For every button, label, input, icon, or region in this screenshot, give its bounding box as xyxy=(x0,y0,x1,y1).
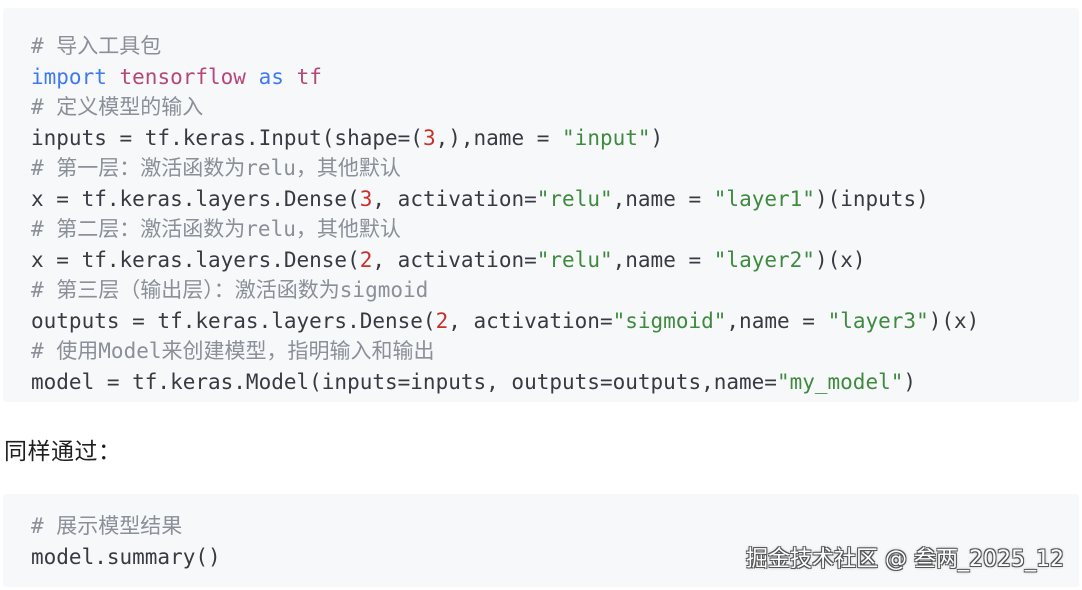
code-token-plain: , activation= xyxy=(372,247,537,272)
watermark: 掘金技术社区 @ 叁两_2025_12 xyxy=(746,547,1064,572)
paragraph-text: 同样通过： xyxy=(4,439,122,465)
code-line: # 展示模型结果 xyxy=(31,511,1079,542)
code-line: # 第三层（输出层）：激活函数为sigmoid xyxy=(31,275,1079,306)
code-token-plain: , activation= xyxy=(448,308,613,333)
code-line: # 定义模型的输入 xyxy=(31,92,1079,123)
code-token-string: "layer2" xyxy=(713,247,815,272)
code-token-plain: model = tf.keras.Model(inputs=inputs, ou… xyxy=(31,369,777,394)
code-token-plain: ,name = xyxy=(612,247,714,272)
code-token-plain xyxy=(107,65,120,89)
code-token-plain: ,name = xyxy=(612,186,714,211)
code-token-comment: # 第一层：激活函数为relu，其他默认 xyxy=(31,156,401,180)
code-token-comment: # 定义模型的输入 xyxy=(31,95,204,119)
code-token-string: "relu" xyxy=(536,186,613,211)
code-token-comment: # 导入工具包 xyxy=(31,34,162,58)
code-block-2: # 展示模型结果 model.summary() xyxy=(3,494,1079,587)
code-token-plain: model.summary() xyxy=(31,544,221,569)
code-line: inputs = tf.keras.Input(shape=(3,),name … xyxy=(31,123,1079,154)
code-token-plain: ) xyxy=(903,369,917,394)
code-line: # 使用Model来创建模型，指明输入和输出 xyxy=(31,336,1079,367)
code-token-plain xyxy=(246,65,259,89)
code-token-plain: , activation= xyxy=(372,186,537,211)
code-token-number: 3 xyxy=(422,125,436,150)
code-token-plain: ,name = xyxy=(726,308,828,333)
code-token-number: 2 xyxy=(359,247,373,272)
code-token-string: "layer1" xyxy=(713,186,815,211)
code-token-number: 3 xyxy=(359,186,373,211)
code-token-comment: # 第三层（输出层）：激活函数为sigmoid xyxy=(31,278,429,302)
code-token-comment: # 展示模型结果 xyxy=(31,514,183,538)
code-token-plain: x = tf.keras.layers.Dense( xyxy=(31,186,360,211)
code-token-plain: inputs = tf.keras.Input(shape=( xyxy=(31,125,423,150)
code-token-string: "my_model" xyxy=(776,369,904,394)
code-token-plain: ,),name = xyxy=(435,125,563,150)
code-token-plain: outputs = tf.keras.layers.Dense( xyxy=(31,308,436,333)
code-line: outputs = tf.keras.layers.Dense(2, activ… xyxy=(31,306,1079,337)
code-token-plain: x = tf.keras.layers.Dense( xyxy=(31,247,360,272)
code-token-name: tensorflow xyxy=(119,64,246,89)
code-line: # 第一层：激活函数为relu，其他默认 xyxy=(31,153,1079,184)
code-line: x = tf.keras.layers.Dense(2, activation=… xyxy=(31,245,1079,276)
code-token-keyword: as xyxy=(258,64,284,89)
code-token-number: 2 xyxy=(435,308,449,333)
code-token-comment: # 使用Model来创建模型，指明输入和输出 xyxy=(31,339,435,363)
code-token-keyword: import xyxy=(31,64,107,89)
code-token-string: "sigmoid" xyxy=(612,308,727,333)
code-token-comment: # 第二层：激活函数为relu，其他默认 xyxy=(31,217,401,241)
code-token-plain xyxy=(284,65,297,89)
code-line: model = tf.keras.Model(inputs=inputs, ou… xyxy=(31,367,1079,398)
code-token-plain: )(x) xyxy=(814,247,866,272)
code-line: import tensorflow as tf xyxy=(31,62,1079,93)
code-line: model.summary() xyxy=(31,542,1079,573)
code-token-plain: )(x) xyxy=(928,308,980,333)
code-token-plain: )(inputs) xyxy=(814,186,929,211)
code-token-name: tf xyxy=(296,64,322,89)
code-line: # 第二层：激活函数为relu，其他默认 xyxy=(31,214,1079,245)
code-token-plain: ) xyxy=(650,125,664,150)
code-token-string: "input" xyxy=(562,125,651,150)
code-line: x = tf.keras.layers.Dense(3, activation=… xyxy=(31,184,1079,215)
code-token-string: "relu" xyxy=(536,247,613,272)
code-line: # 导入工具包 xyxy=(31,31,1079,62)
code-token-string: "layer3" xyxy=(827,308,929,333)
